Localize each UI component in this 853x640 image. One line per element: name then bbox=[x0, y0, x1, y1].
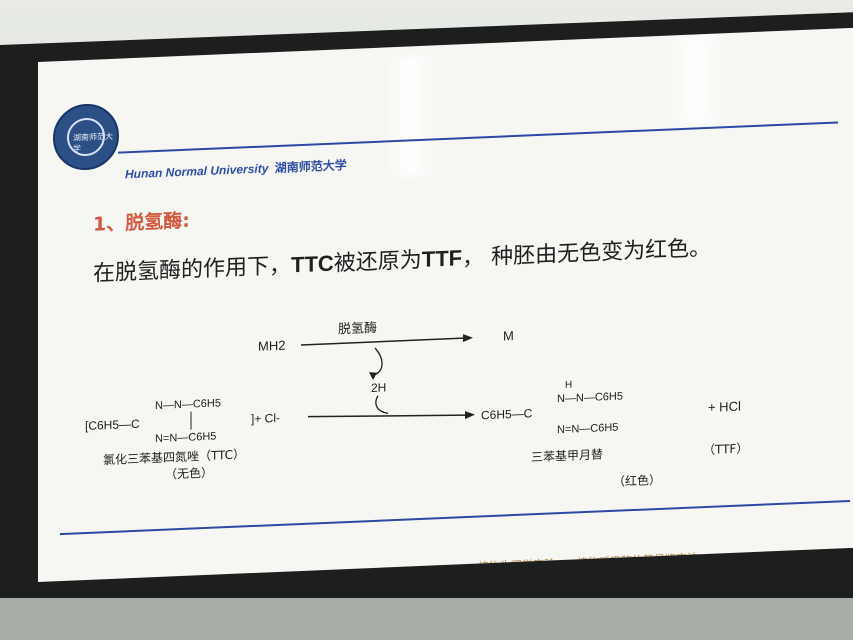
slide-heading: 1、脱氢酶: bbox=[93, 209, 190, 236]
top-arrow-line bbox=[301, 337, 463, 346]
curved-arrowhead bbox=[369, 372, 377, 380]
ttf-term: TTF bbox=[421, 245, 463, 272]
header-divider bbox=[118, 121, 838, 154]
top-arrowhead bbox=[463, 334, 473, 343]
main-arrowhead bbox=[465, 411, 475, 420]
ttf-abbr: （TTF） bbox=[703, 441, 748, 457]
university-name-en: Hunan Normal University bbox=[125, 161, 269, 182]
projected-slide: 湖南师范大学 Hunan Normal University 湖南师范大学 1、… bbox=[38, 27, 853, 583]
ttc-n1: N—N—C6H5 bbox=[155, 397, 221, 412]
ttc-term: TTC bbox=[291, 250, 334, 278]
reaction-svg: MH2 脱氢酶 M 2H [C6H5—C N—N—C6H5 N=N—C6H5 ]… bbox=[85, 320, 748, 489]
ttc-prefix: [C6H5—C bbox=[85, 417, 140, 433]
university-logo-icon: 湖南师范大学 bbox=[53, 102, 119, 172]
ttf-prefix: C6H5—C bbox=[481, 406, 533, 422]
main-arrow-line bbox=[307, 414, 466, 418]
ttc-name: 氯化三苯基四氮唑（TTC） bbox=[103, 446, 245, 467]
light-glare bbox=[383, 55, 438, 178]
curved-arrow bbox=[370, 347, 383, 377]
body-text: 被还原为 bbox=[333, 247, 422, 277]
ttf-h: H bbox=[565, 380, 572, 391]
ttf-n1: N—N—C6H5 bbox=[557, 390, 623, 405]
curved-arrow-2 bbox=[375, 395, 389, 414]
plus-hcl: + HCl bbox=[708, 399, 741, 415]
university-name: Hunan Normal University 湖南师范大学 bbox=[125, 156, 347, 182]
ttf-color: （红色） bbox=[613, 472, 661, 489]
ttc-color: （无色） bbox=[165, 466, 213, 482]
enzyme-label: 脱氢酶 bbox=[338, 320, 377, 338]
ttc-charge: ]+ Cl- bbox=[251, 411, 280, 426]
university-name-cn: 湖南师范大学 bbox=[274, 158, 347, 176]
ttf-n2: N=N—C6H5 bbox=[557, 422, 618, 437]
mh2-label: MH2 bbox=[258, 338, 285, 354]
slide-body: 在脱氢酶的作用下，TTC被还原为TTF， 种胚由无色变为红色。 bbox=[93, 228, 793, 290]
monitor-bottom bbox=[0, 598, 853, 640]
body-text: 在脱氢酶的作用下， bbox=[93, 253, 292, 287]
light-glare bbox=[666, 33, 726, 126]
body-text: ， 种胚由无色变为红色。 bbox=[462, 235, 712, 272]
ttc-n2: N=N—C6H5 bbox=[155, 431, 216, 446]
m-label: M bbox=[503, 328, 514, 343]
ttf-name: 三苯基甲月替 bbox=[531, 447, 603, 464]
reaction-diagram: MH2 脱氢酶 M 2H [C6H5—C N—N—C6H5 N=N—C6H5 ]… bbox=[73, 300, 813, 551]
twoh-label: 2H bbox=[371, 380, 386, 395]
logo-text: 湖南师范大学 bbox=[73, 131, 113, 154]
